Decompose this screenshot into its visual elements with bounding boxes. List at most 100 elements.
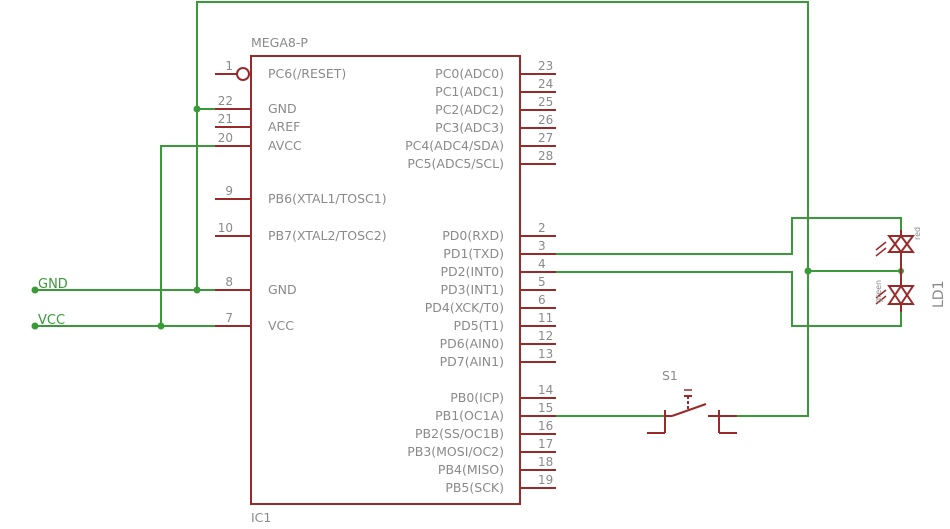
junction-dot <box>193 286 201 294</box>
net-label-gnd: GND <box>38 277 68 292</box>
led-green-triangle <box>887 284 915 305</box>
pin-label: PC5(ADC5/SCL) <box>407 156 504 171</box>
led-green-label: green <box>874 280 883 303</box>
wire-pd1-led <box>520 217 902 255</box>
pin-label: VCC <box>268 318 294 333</box>
ic-name-label: IC1 <box>251 510 271 525</box>
pin-label: PC6(/RESET) <box>268 66 346 81</box>
led-green-arrow <box>875 295 887 305</box>
pin-label: GND <box>268 282 297 297</box>
led-green-arrow <box>875 289 887 299</box>
pin-number: 1 <box>225 59 233 73</box>
junction-dot <box>193 105 201 113</box>
pin-number: 11 <box>538 311 553 325</box>
pin-number: 26 <box>538 113 553 127</box>
pin-number: 24 <box>538 77 553 91</box>
pin-number: 4 <box>538 257 546 271</box>
pin-number: 17 <box>538 437 553 451</box>
ic-body <box>250 55 521 505</box>
led-red-triangle <box>887 235 915 254</box>
pin-label: AVCC <box>268 138 302 153</box>
junctions <box>31 105 904 330</box>
wire-gnd-top-loop <box>196 1 809 417</box>
pin-label: PD3(INT1) <box>441 282 505 297</box>
led-red-triangle-up <box>887 234 915 253</box>
pin-label: PD2(INT0) <box>441 264 505 279</box>
pin-number: 13 <box>538 347 553 361</box>
switch-s1: S1 <box>647 368 737 434</box>
wires <box>35 1 902 417</box>
pin-number: 2 <box>538 221 546 235</box>
pin-label: PD1(TXD) <box>443 246 504 261</box>
junction-dot <box>804 267 812 275</box>
pin-label: PC2(ADC2) <box>435 102 504 117</box>
pin-label: PB7(XTAL2/TOSC2) <box>268 228 387 243</box>
pin-label: PB1(OC1A) <box>435 408 504 423</box>
pin-label: PD7(AIN1) <box>440 354 504 369</box>
ic-value-label: MEGA8-P <box>251 35 308 50</box>
pin-label: PB6(XTAL1/TOSC1) <box>268 191 387 206</box>
pin-label: PD0(RXD) <box>442 228 504 243</box>
pin-number: 7 <box>225 311 233 325</box>
led-red-arrow <box>875 241 887 251</box>
junction-dot <box>31 322 39 330</box>
pin-number: 8 <box>225 275 233 289</box>
led-red-label: red <box>913 227 922 240</box>
led-red-arrow <box>875 247 887 257</box>
pin-number: 20 <box>218 131 233 145</box>
pin-number: 5 <box>538 275 546 289</box>
pin-number: 10 <box>218 221 233 235</box>
pin-number: 3 <box>538 239 546 253</box>
pin-number: 18 <box>538 455 553 469</box>
pin-number: 16 <box>538 419 553 433</box>
pin-number: 12 <box>538 329 553 343</box>
led-green-triangle-down <box>887 285 915 306</box>
led-ld1: red green LD1 <box>874 227 947 312</box>
net-label-vcc: VCC <box>38 313 65 328</box>
pin-label: PC0(ADC0) <box>435 66 504 81</box>
pin-number: 28 <box>538 149 553 163</box>
pin-number: 6 <box>538 293 546 307</box>
pin-label: PD5(T1) <box>454 318 504 333</box>
ic-right-pins: 23PC0(ADC0)24PC1(ADC1)25PC2(ADC2)26PC3(A… <box>405 59 556 495</box>
pin-label: PB3(MOSI/OC2) <box>407 444 504 459</box>
switch-lever <box>671 403 707 417</box>
pin-number: 19 <box>538 473 553 487</box>
pin-label: PB4(MISO) <box>438 462 504 477</box>
led-name-label: LD1 <box>931 281 947 309</box>
pin-label: PD6(AIN0) <box>440 336 504 351</box>
pin-number: 23 <box>538 59 553 73</box>
pin-label: PC4(ADC4/SDA) <box>405 138 504 153</box>
pin-label: PB5(SCK) <box>445 480 504 495</box>
wire-avcc <box>160 145 215 326</box>
pin-number: 9 <box>225 184 233 198</box>
pin-label: PB2(SS/OC1B) <box>415 426 504 441</box>
pin-number: 22 <box>218 94 233 108</box>
pin-label: PB0(ICP) <box>450 390 504 405</box>
